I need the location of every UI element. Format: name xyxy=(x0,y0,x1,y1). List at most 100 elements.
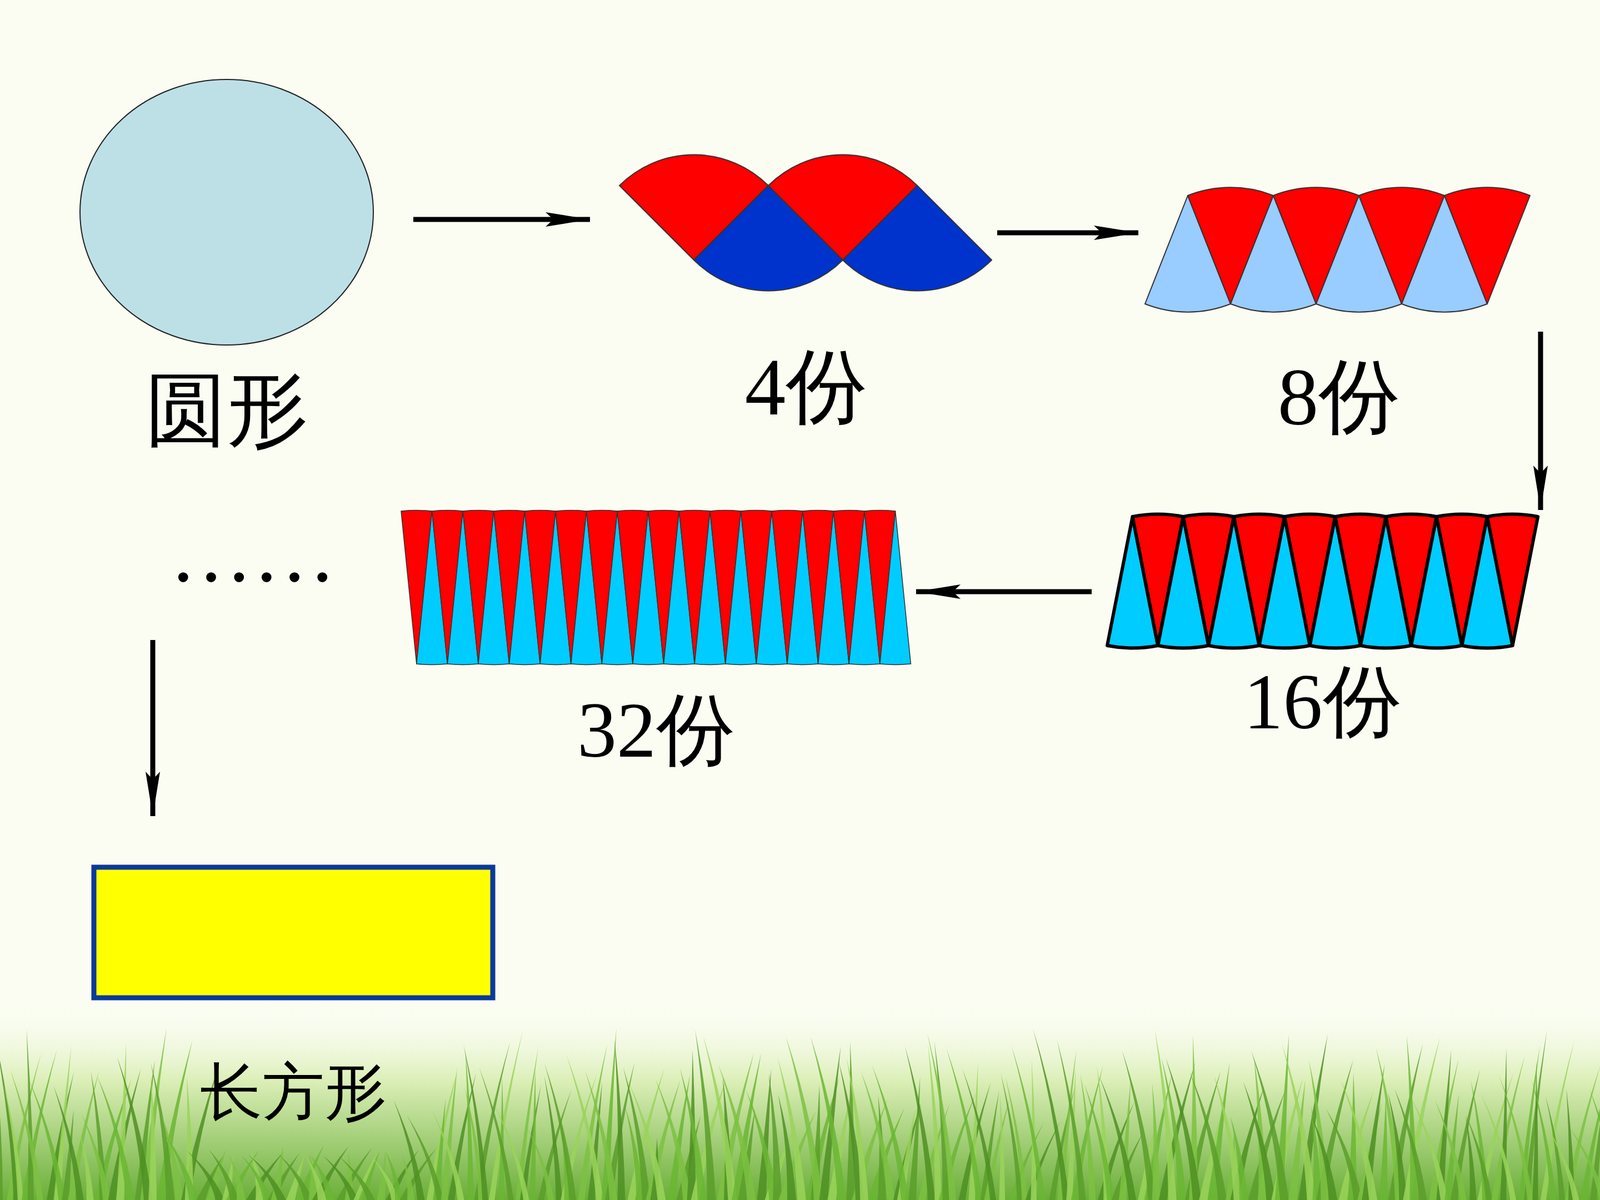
grass-blade xyxy=(718,1064,757,1200)
grass-blade xyxy=(81,1113,111,1200)
grass-blade xyxy=(527,1128,555,1200)
grass-blade xyxy=(53,1085,84,1200)
grass-blade xyxy=(0,1116,3,1200)
grass-blade xyxy=(1251,1050,1289,1200)
grass-blade xyxy=(1546,1126,1580,1200)
grass-blade xyxy=(1011,1046,1046,1200)
down-arrow xyxy=(150,640,156,817)
rectangle-shape xyxy=(93,867,493,998)
grass-blade xyxy=(1394,1088,1427,1200)
grass-blade xyxy=(338,1155,375,1200)
grass-blade xyxy=(1378,1096,1388,1200)
grass-blade xyxy=(385,1151,403,1200)
grass-blade xyxy=(310,1155,335,1200)
grass-blade xyxy=(577,1044,608,1200)
grass-blade xyxy=(406,1115,444,1200)
sector-strips xyxy=(401,154,1538,665)
grass-ground xyxy=(0,1000,1600,1200)
grass-blade xyxy=(529,1069,537,1200)
grass-blade xyxy=(1152,1083,1160,1200)
sector xyxy=(880,511,912,665)
grass-blade xyxy=(777,1057,807,1200)
grass-blade xyxy=(1057,1039,1087,1200)
grass-blade xyxy=(1500,1048,1507,1200)
grass-blade xyxy=(1032,1028,1069,1200)
shape-node: 32份 xyxy=(401,507,912,671)
grass-blade xyxy=(393,1100,425,1200)
grass-blade xyxy=(478,1067,514,1200)
flow-arrow xyxy=(1538,331,1544,510)
ellipsis-label: …… xyxy=(169,511,337,595)
grass-blade xyxy=(1084,1083,1115,1200)
grass-blade xyxy=(278,1153,313,1200)
grass-blade xyxy=(998,1094,1005,1200)
grass-blade xyxy=(983,1098,1010,1200)
grass-blade xyxy=(703,1036,738,1200)
grass-blade xyxy=(1213,1075,1243,1200)
grass-blade xyxy=(1387,1092,1407,1200)
grass-blade xyxy=(908,1076,920,1200)
grass-blade xyxy=(1411,1096,1449,1200)
grass-blade xyxy=(1435,1099,1467,1200)
shape-label: 4份 xyxy=(745,346,868,428)
grass-blade xyxy=(208,1149,239,1200)
grass-blade xyxy=(248,1154,287,1200)
sector xyxy=(1487,514,1538,646)
grass-blade xyxy=(26,1029,34,1200)
grass-blade xyxy=(1531,1079,1557,1200)
grass-blade xyxy=(614,1040,625,1200)
shape-label: 圆形 xyxy=(145,369,309,452)
grass-blade xyxy=(1190,1072,1228,1200)
grass-blade xyxy=(861,1071,895,1200)
grass-blade xyxy=(1532,1060,1538,1200)
grass-blade xyxy=(186,1150,224,1200)
grass-blade xyxy=(10,1070,44,1200)
grass-blade xyxy=(1466,1115,1493,1200)
sector xyxy=(1444,187,1530,304)
grass-blade xyxy=(566,1054,604,1200)
grass-blade xyxy=(544,1063,577,1200)
grass-blade xyxy=(927,1032,957,1200)
sector xyxy=(842,185,992,292)
grass-blade xyxy=(1341,1080,1378,1200)
circle-shape xyxy=(80,79,374,345)
grass-blade xyxy=(846,1057,869,1200)
grass-blade xyxy=(1282,1045,1316,1200)
grass-blade xyxy=(1099,1076,1137,1200)
grass-blade xyxy=(1545,1096,1565,1200)
grass-blades xyxy=(0,1027,1600,1200)
shape-label: 16份 xyxy=(1243,662,1402,742)
grass-blade xyxy=(1161,1057,1187,1200)
grass-blade xyxy=(148,1076,157,1200)
shape-label: 长方形 xyxy=(200,1061,387,1124)
grass-blade xyxy=(629,1083,667,1200)
flow-arrow xyxy=(413,217,590,223)
grass-blade xyxy=(431,1110,465,1200)
grass-blade xyxy=(872,1065,910,1200)
grass-blade xyxy=(1308,1060,1330,1200)
grass-blade xyxy=(1406,1035,1418,1200)
grass-blade xyxy=(229,1155,246,1200)
grass-blade xyxy=(1450,1068,1480,1200)
grass-blade xyxy=(463,1045,489,1200)
grass-blade xyxy=(1243,1081,1276,1200)
shape-node: 圆形 xyxy=(80,79,374,345)
grass-blade xyxy=(1311,1114,1338,1200)
grass-blade xyxy=(1498,1074,1533,1200)
grass-blade xyxy=(962,1068,997,1200)
grass-blade xyxy=(322,1155,359,1200)
grass-blade xyxy=(695,1030,716,1200)
grass-blade xyxy=(1589,1088,1600,1200)
shape-label: 8份 xyxy=(1277,356,1401,438)
shape-node: 16份 xyxy=(1107,510,1538,650)
flow-arrow xyxy=(916,589,1092,595)
grass-blade xyxy=(493,1103,530,1200)
grass-blade xyxy=(80,1134,94,1200)
grass-blade xyxy=(946,1047,983,1200)
shape-label: 32份 xyxy=(577,690,735,770)
grass-blade xyxy=(1230,1116,1249,1200)
shape-node: 8份 xyxy=(1145,188,1533,320)
grass-blade xyxy=(1080,1073,1097,1200)
